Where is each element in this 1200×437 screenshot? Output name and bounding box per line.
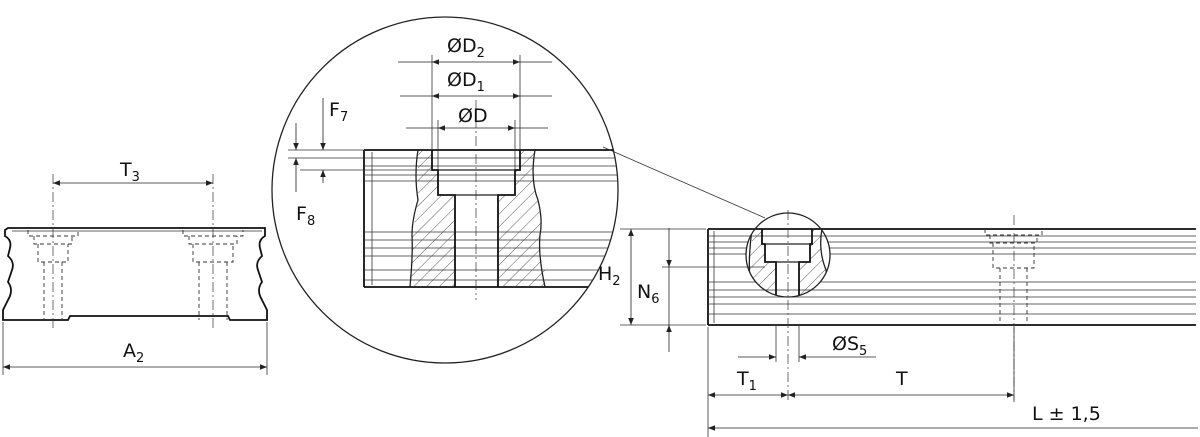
side-view-hole-right <box>984 229 1043 325</box>
dim-d2-label: ØD2 <box>447 35 485 61</box>
rail-cross-section-view: T3 A2 <box>2 159 268 375</box>
dim-t-label: T <box>895 368 908 390</box>
rail-profile-outline <box>2 227 268 321</box>
dim-d1-label: ØD1 <box>447 69 485 95</box>
detail-circle-view: ØD2 ØD1 ØD F7 F8 <box>271 16 766 364</box>
dim-f7-label: F7 <box>329 99 348 125</box>
dim-t1-label: T1 <box>736 368 757 394</box>
dim-h2-label: H2 <box>598 263 621 289</box>
dim-l-label: L ± 1,5 <box>1032 403 1101 425</box>
detail-circle-outline <box>271 16 619 364</box>
dim-f8-label: F8 <box>296 203 315 229</box>
side-view-hole-section <box>746 228 830 297</box>
dim-s5-label: ØS5 <box>832 333 867 359</box>
detail-leader-line <box>602 146 766 219</box>
dim-n6-label: N6 <box>637 281 660 307</box>
dim-a2-label: A2 <box>123 340 144 366</box>
dim-t3-label: T3 <box>119 159 140 185</box>
rail-side-view: H2 N6 ØS5 T1 T L ± 1,5 <box>598 210 1198 437</box>
dim-d-label: ØD <box>458 105 488 127</box>
